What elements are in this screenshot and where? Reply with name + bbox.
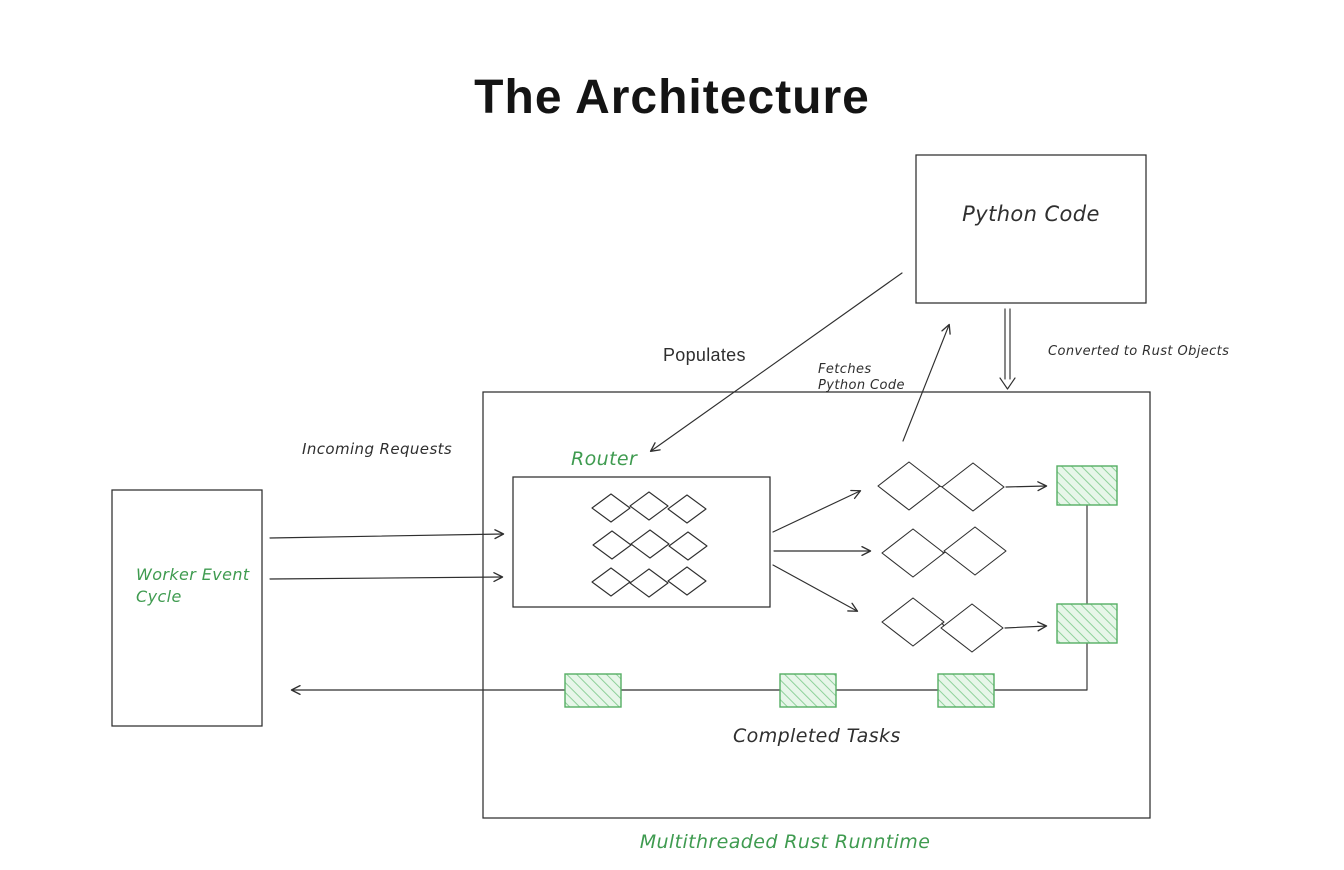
router-queue-diamonds bbox=[591, 491, 708, 598]
fetches-label-line2: Python Code bbox=[818, 378, 905, 393]
task-box-chain-2 bbox=[779, 673, 837, 708]
fetches-label-line1: Fetches bbox=[818, 362, 872, 377]
runtime-label: Multithreaded Rust Runntime bbox=[640, 831, 931, 853]
worker-event-cycle-label-line2: Cycle bbox=[136, 587, 182, 606]
page-title: The Architecture bbox=[474, 71, 870, 124]
incoming-requests-arrow-1 bbox=[269, 529, 505, 540]
task-box-right-top bbox=[1056, 465, 1118, 506]
router-diamond bbox=[667, 494, 707, 524]
incoming-requests-label: Incoming Requests bbox=[302, 440, 452, 458]
router-diamond bbox=[591, 567, 631, 597]
task-box-chain-1 bbox=[937, 673, 995, 708]
converted-label: Converted to Rust Objects bbox=[1048, 344, 1229, 359]
router-diamond bbox=[629, 568, 669, 598]
worker-event-cycle-box bbox=[111, 489, 263, 727]
worker-diamond bbox=[941, 462, 1005, 512]
task-box-chain-3 bbox=[564, 673, 622, 708]
router-diamond bbox=[591, 493, 631, 523]
router-diamond bbox=[668, 531, 708, 561]
populates-label: Populates bbox=[663, 345, 746, 365]
worker-diamond bbox=[881, 597, 945, 647]
router-to-pair1-arrow bbox=[772, 489, 862, 533]
pair3-to-task-arrow bbox=[1004, 621, 1048, 632]
task-box-right-bottom bbox=[1056, 603, 1118, 644]
router-label: Router bbox=[571, 448, 638, 470]
worker-event-cycle-label-line1: Worker Event bbox=[136, 565, 250, 584]
populates-arrow bbox=[649, 272, 903, 452]
worker-diamond-pair-3 bbox=[881, 597, 1004, 653]
router-diamond bbox=[630, 529, 670, 559]
worker-diamond bbox=[881, 528, 945, 578]
converted-arrow bbox=[999, 308, 1016, 390]
router-to-pair3-arrow bbox=[772, 564, 859, 612]
worker-diamond bbox=[940, 603, 1004, 653]
python-code-box bbox=[915, 154, 1147, 304]
incoming-requests-arrow-2 bbox=[269, 572, 504, 583]
router-diamond bbox=[592, 530, 632, 560]
worker-diamond-pair-1 bbox=[877, 461, 1005, 512]
router-diamond bbox=[629, 491, 669, 521]
worker-diamond bbox=[877, 461, 941, 511]
worker-diamond-pair-2 bbox=[881, 526, 1007, 578]
worker-diamond bbox=[943, 526, 1007, 576]
router-diamond bbox=[667, 566, 707, 596]
pair1-to-task-arrow bbox=[1005, 481, 1048, 492]
completed-tasks-label: Completed Tasks bbox=[733, 725, 901, 747]
fetches-arrow bbox=[902, 323, 951, 442]
python-code-label: Python Code bbox=[962, 202, 1100, 226]
